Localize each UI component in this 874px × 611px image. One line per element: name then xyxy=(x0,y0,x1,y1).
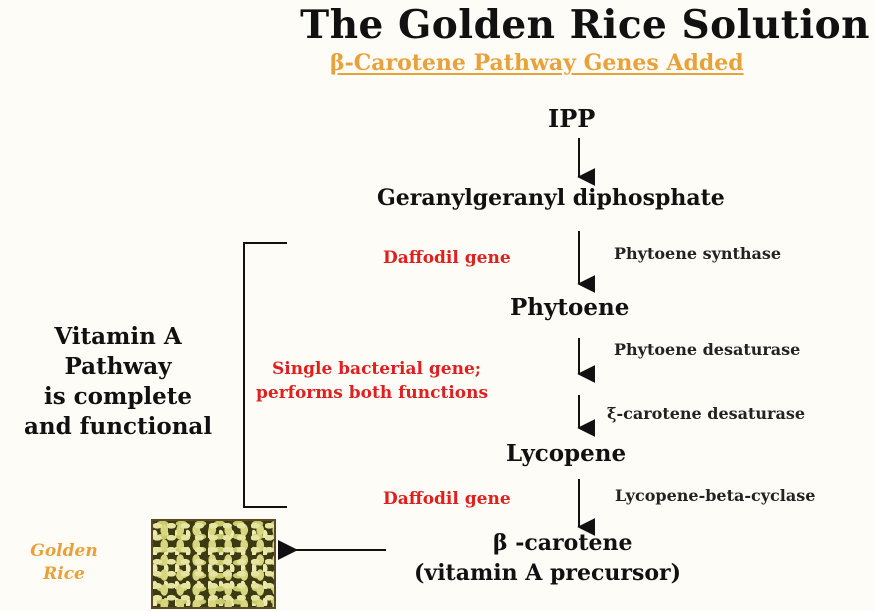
enzyme-zeta-carotene-desaturase: ξ-carotene desaturase xyxy=(607,404,805,423)
golden-rice-photo xyxy=(151,519,276,609)
golden-rice-line: Golden xyxy=(14,540,114,563)
gene-bacterial-line-1: Single bacterial gene; xyxy=(272,359,481,379)
enzyme-phytoene-desaturase: Phytoene desaturase xyxy=(614,340,800,359)
sidebar-line: Vitamin A xyxy=(0,322,236,352)
gene-bacterial-line-2: performs both functions xyxy=(256,383,488,403)
node-geranylgeranyl-diphosphate: Geranylgeranyl diphosphate xyxy=(377,185,725,211)
node-beta-carotene: β -carotene xyxy=(493,530,632,556)
enzyme-lycopene-beta-cyclase: Lycopene-beta-cyclase xyxy=(615,486,815,505)
sidebar-line: is complete xyxy=(0,382,236,412)
enzyme-phytoene-synthase: Phytoene synthase xyxy=(614,244,781,263)
gene-daffodil-1: Daffodil gene xyxy=(383,248,511,268)
node-lycopene: Lycopene xyxy=(506,440,626,467)
sidebar-line: and functional xyxy=(0,412,236,442)
gene-daffodil-2: Daffodil gene xyxy=(383,489,511,509)
node-beta-carotene-note: (vitamin A precursor) xyxy=(414,560,681,586)
node-ipp: IPP xyxy=(548,104,595,133)
vitamin-a-pathway-note: Vitamin A Pathway is complete and functi… xyxy=(0,322,236,442)
golden-rice-line: Rice xyxy=(14,563,114,586)
sidebar-line: Pathway xyxy=(0,352,236,382)
golden-rice-label: Golden Rice xyxy=(14,540,114,586)
node-phytoene: Phytoene xyxy=(510,294,629,321)
